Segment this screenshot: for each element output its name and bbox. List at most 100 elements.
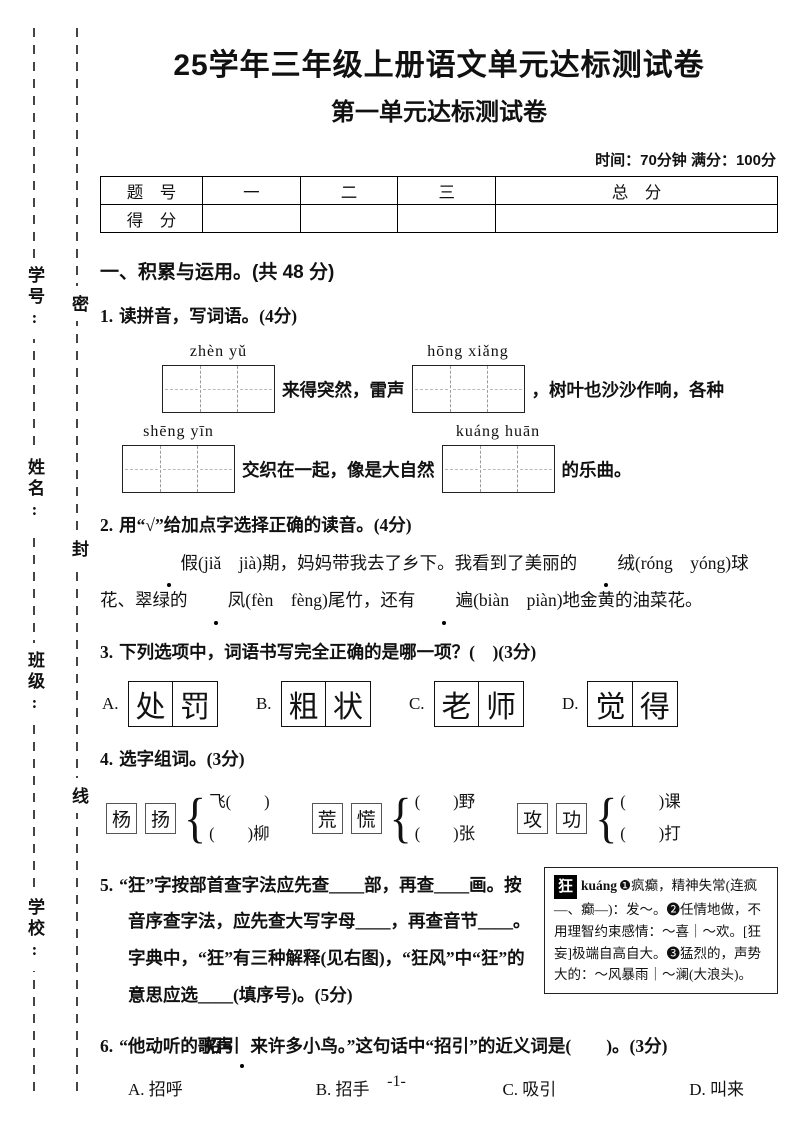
q4-group-lines: 飞( ) ( )柳 (209, 786, 270, 850)
q4-stem: 选字组词。(3分) (119, 749, 245, 769)
q4-groups-row: 杨 扬 { 飞( ) ( )柳 荒 慌 { ( )野 ( )张 (106, 786, 778, 850)
q4-group-1: 杨 扬 { 飞( ) ( )柳 (106, 786, 270, 850)
option-label: C. (408, 694, 425, 713)
writing-cell (449, 366, 487, 413)
q1-stem: 读拼音，写词语。(4分) (119, 306, 298, 326)
writing-cell (516, 446, 554, 493)
q3-option-b: 粗状 (280, 681, 371, 727)
writing-cell (200, 366, 237, 413)
q2-passage-part: (róng yóng)球花、翠绿的 (100, 552, 749, 611)
score-header-cell: 题 号 (100, 176, 203, 205)
q6-option-a: A. 招呼 (128, 1079, 183, 1099)
class-label: 班级: (22, 643, 47, 724)
boxed-char: 处 (127, 681, 174, 727)
writing-grid (441, 445, 555, 494)
q6-options-row: A. 招呼 B. 招手 C. 吸引 D. 叫来 (100, 1075, 778, 1100)
dotted-char: 绒 (577, 545, 635, 583)
score-empty-cell (202, 204, 301, 233)
q1-number: 1. (100, 306, 114, 326)
score-header-cell: 三 (397, 176, 497, 205)
fold-line-outer (33, 28, 35, 1098)
score-header-cell: 一 (202, 176, 301, 205)
score-table-score-row: 得 分 (100, 204, 778, 233)
fill-line: ( )课 (620, 792, 681, 812)
q1-row-1: zhèn yǔ 来得突然，雷声 hōng xiǎng ，树叶也沙沙作响，各种 (162, 343, 778, 414)
writing-grid (162, 365, 275, 414)
boxed-char: 罚 (171, 681, 218, 727)
q3-number: 3. (100, 641, 114, 662)
boxed-char: 得 (631, 681, 678, 727)
pinyin-label: hōng xiǎng (427, 343, 509, 361)
writing-cell (486, 366, 524, 413)
score-empty-cell (495, 204, 778, 233)
q3-stem: 下列选项中，词语书写完全正确的是哪一项？( )(3分) (119, 641, 537, 662)
pinyin-label: zhèn yǔ (189, 343, 248, 361)
student-id-label: 学号: (22, 258, 47, 339)
q5-stem: “狂”字按部首查字法应先查____部，再查____画。按音序查字法，应先查大写字… (119, 874, 531, 1005)
choice-char-box: 荒 (311, 802, 343, 834)
q4-group-3: 攻 功 { ( )课 ( )打 (517, 786, 681, 850)
writing-cell (479, 446, 517, 493)
writing-cell (160, 446, 197, 493)
question-4: 4.选字组词。(3分) 杨 扬 { 飞( ) ( )柳 荒 慌 { (100, 743, 778, 851)
option-label: B. (255, 694, 272, 713)
q4-group-2: 荒 慌 { ( )野 ( )张 (311, 786, 476, 850)
question-6: 6.“他动听的歌声招引来许多小鸟。”这句话中“招引”的近义词是( )。(3分) … (100, 1030, 778, 1100)
option-label: A. (102, 694, 119, 713)
score-empty-cell (397, 204, 497, 233)
writing-cell (163, 366, 200, 412)
q3-option-c: 老师 (433, 681, 524, 727)
score-empty-cell (299, 204, 399, 233)
dict-headword: 狂 (554, 874, 578, 899)
boxed-char: 粗 (280, 681, 327, 727)
page-number: -1- (387, 1073, 406, 1090)
question-3: 3.下列选项中，词语书写完全正确的是哪一项？( )(3分) A. 处罚 B. 粗… (100, 636, 778, 727)
school-label: 学校: (22, 890, 47, 971)
choice-char-box: 杨 (106, 802, 137, 834)
q5-number: 5. (100, 874, 114, 895)
q2-number: 2. (100, 515, 114, 536)
choice-char-box: 扬 (145, 802, 176, 834)
score-table-header-row: 题 号 一 二 三 总 分 (100, 176, 778, 205)
question-5: 5.“狂”字按部首查字法应先查____部，再查____画。按音序查字法，应先查大… (100, 866, 778, 1014)
page-title: 25学年三年级上册语文单元达标测试卷 (173, 49, 705, 82)
question-2: 2.用“√”给加点字选择正确的读音。(4分) 假(jiǎ jià)期，妈妈带我去… (100, 509, 778, 620)
q2-passage-part: (jiǎ jià)期，妈妈带我去了乡下。我看到了美丽的 (198, 552, 578, 573)
time-score-info: 时间：70分钟 满分：100分 (595, 152, 776, 169)
pinyin-grid-block: hōng xiǎng (411, 343, 525, 414)
dict-pinyin: kuáng (581, 877, 618, 893)
fill-line: 飞( ) (209, 792, 270, 812)
q6-stem-post: 来许多小鸟。”这句话中“招引”的近义词是( )。(3分) (250, 1035, 668, 1056)
choice-char-box: 功 (556, 802, 588, 834)
dict-definitions: ❶疯癫，精神失常(连疯—、癫—)：发～。❷任情地做，不用理智约束感情：～喜｜～欢… (554, 877, 761, 983)
choice-char-box: 攻 (517, 802, 549, 834)
brace-glyph: { (595, 787, 618, 849)
section-one-title: 一、积累与运用。(共 48 分) (100, 262, 335, 283)
fill-line: ( )柳 (209, 824, 270, 844)
writing-cell (123, 446, 160, 492)
q3-option-d: 觉得 (587, 681, 678, 727)
score-row-label: 得 分 (100, 204, 203, 233)
q1-row-2: shēng yīn 交织在一起，像是大自然 kuáng huān 的乐曲。 (122, 423, 778, 494)
q1-text-3: 交织在一起，像是大自然 (242, 460, 435, 481)
q3-option-a: 处罚 (127, 681, 218, 727)
pinyin-label: kuáng huān (455, 423, 541, 441)
option-label: D. (561, 694, 579, 713)
fill-line: ( )野 (414, 792, 476, 812)
writing-grid (122, 445, 235, 494)
pinyin-label: shēng yīn (143, 423, 214, 441)
seal-char-xian: 线 (66, 778, 91, 813)
boxed-char: 状 (324, 681, 371, 727)
dotted-char: 遍 (415, 582, 474, 620)
brace-glyph: { (184, 787, 207, 849)
seal-char-mi: 密 (66, 286, 91, 321)
writing-cell (197, 446, 234, 493)
fill-line: ( )张 (414, 824, 476, 844)
q1-text-2: ，树叶也沙沙作响，各种 (531, 380, 725, 401)
dotted-char: 假 (140, 545, 199, 583)
main-content: 25学年三年级上册语文单元达标测试卷 第一单元达标测试卷 时间：70分钟 满分：… (100, 40, 778, 1100)
pinyin-grid-block: zhèn yǔ (162, 343, 275, 414)
brace-glyph: { (389, 787, 412, 849)
